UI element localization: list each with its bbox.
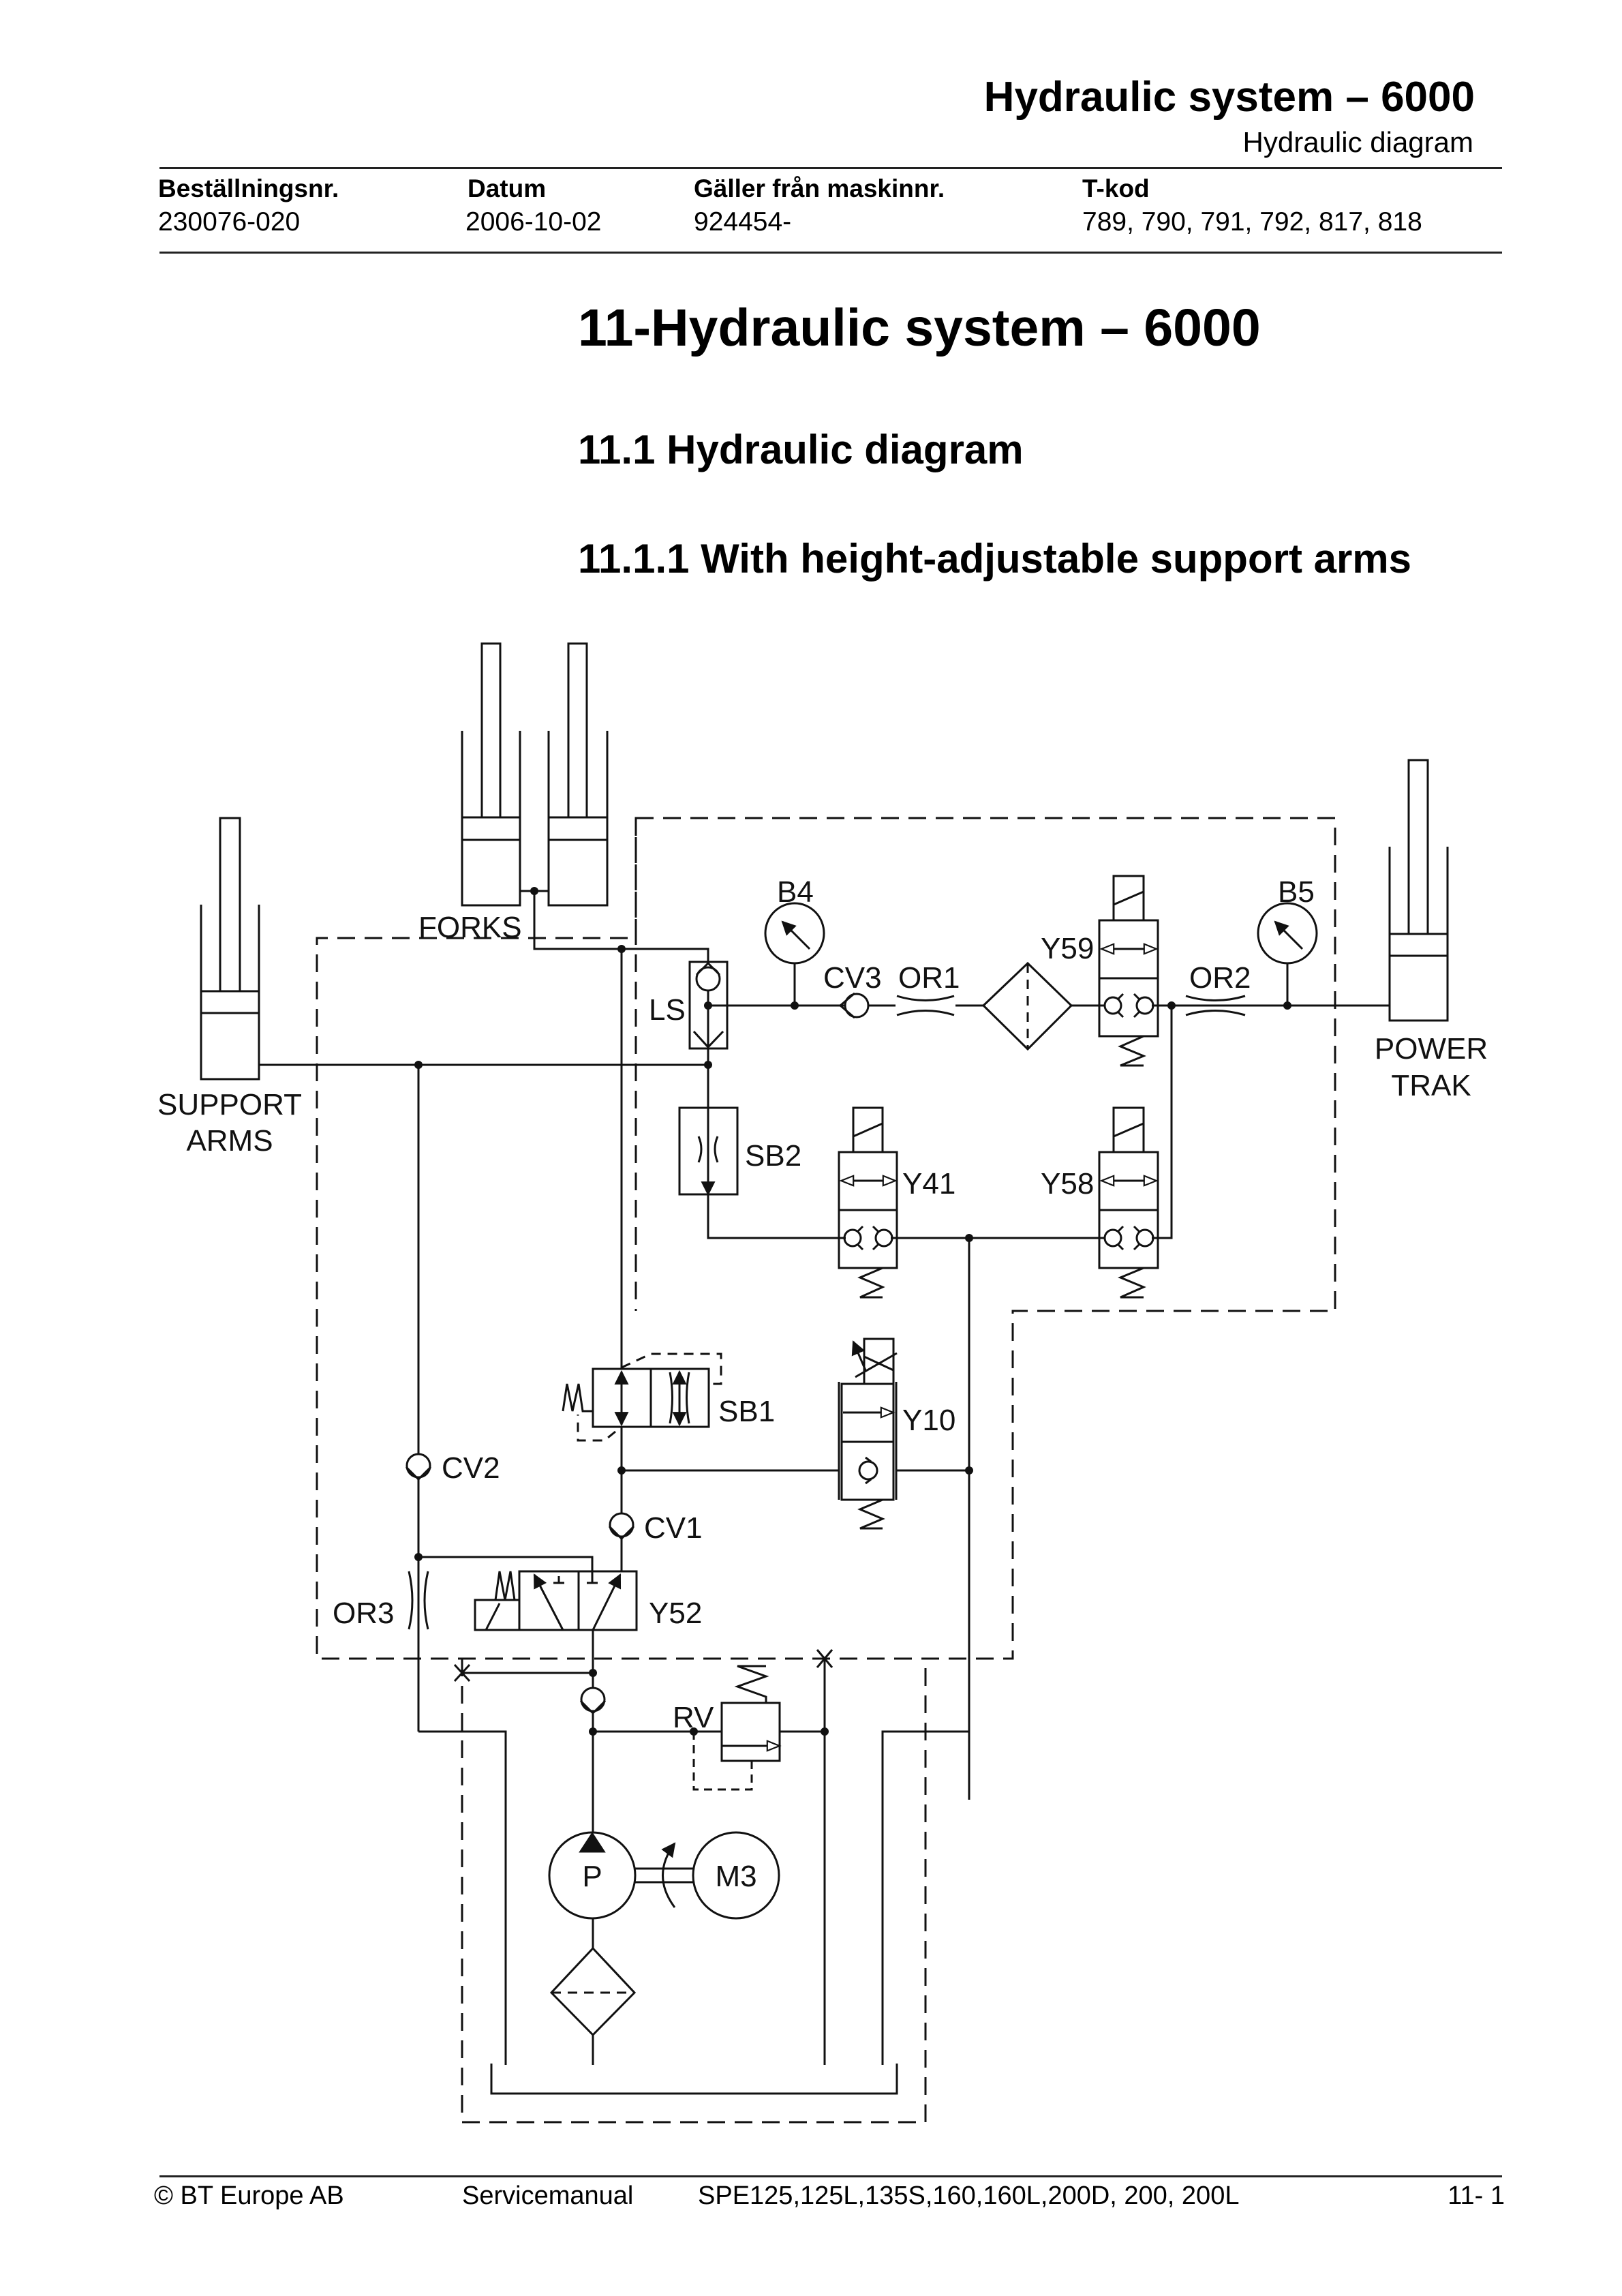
- check-valve-cv1-icon: [608, 1512, 635, 1541]
- valve-block-boundary: [316, 817, 1336, 1660]
- label-cv2: CV2: [442, 1451, 500, 1485]
- orifice-or1-icon: [896, 995, 955, 1016]
- pressure-filter-icon: [981, 961, 1073, 1051]
- document-title: Hydraulic system – 6000: [983, 74, 1475, 121]
- tank: [490, 2064, 898, 2095]
- footer-copyright: © BT Europe AB: [154, 2181, 344, 2210]
- order-number-label: Beställningsnr.: [158, 175, 339, 202]
- pressure-gauge-b5-icon: [1257, 902, 1318, 965]
- suction-filter-icon: [549, 1946, 637, 2037]
- pressure-gauge-b4-icon: [764, 902, 825, 965]
- fork-cylinder-right: [547, 642, 609, 907]
- orifice-or3-icon: [408, 1571, 429, 1630]
- header-rule-bottom: [159, 252, 1502, 254]
- label-y59: Y59: [1041, 932, 1094, 965]
- section-heading: 11.1 Hydraulic diagram: [578, 427, 1024, 472]
- label-y58: Y58: [1041, 1167, 1094, 1200]
- flow-valve-sb2: [678, 1106, 739, 1196]
- document-subtitle: Hydraulic diagram: [1242, 126, 1473, 158]
- solenoid-valve-y41: [838, 1106, 898, 1299]
- drive-shaft: [635, 1842, 693, 1908]
- support-arm-cylinder: [200, 817, 260, 1081]
- label-rv: RV: [673, 1701, 714, 1734]
- footer-page-number: 11- 1: [1448, 2181, 1505, 2210]
- proportional-valve-y10: [838, 1338, 898, 1530]
- power-unit-boundary: [461, 1659, 927, 2124]
- label-motor: M3: [715, 1860, 756, 1893]
- solenoid-valve-y59: [1098, 875, 1159, 1067]
- solenoid-valve-y52: [474, 1570, 638, 1631]
- solenoid-valve-y58: [1098, 1106, 1159, 1299]
- label-power-trak-2: TRAK: [1391, 1069, 1471, 1102]
- label-y52: Y52: [649, 1597, 702, 1630]
- check-valve-pump-icon: [579, 1687, 607, 1715]
- label-y41: Y41: [902, 1167, 955, 1200]
- label-ls: LS: [649, 993, 686, 1027]
- label-y10: Y10: [902, 1404, 955, 1437]
- port-plug-marks: [453, 1649, 833, 1682]
- hydraulic-pump-icon: [548, 1831, 637, 1920]
- date-value: 2006-10-02: [465, 207, 602, 237]
- electric-motor-m3-icon: [692, 1831, 780, 1920]
- t-code-value: 789, 790, 791, 792, 817, 818: [1082, 207, 1422, 237]
- label-or1: OR1: [898, 961, 960, 995]
- footer-rule: [159, 2175, 1502, 2177]
- t-code-label: T-kod: [1082, 175, 1150, 202]
- label-cv1: CV1: [644, 1511, 703, 1545]
- order-number-value: 230076-020: [158, 207, 301, 237]
- label-or2: OR2: [1189, 961, 1251, 995]
- header-rule-top: [159, 167, 1502, 169]
- label-sb1: SB1: [718, 1395, 775, 1428]
- label-or3: OR3: [333, 1597, 394, 1630]
- relief-valve-rv: [692, 1665, 782, 1791]
- valid-from-label: Gäller från maskinnr.: [694, 175, 945, 202]
- label-b5: B5: [1278, 875, 1315, 909]
- power-trak-cylinder: [1388, 759, 1449, 1022]
- label-cv3: CV3: [823, 961, 882, 995]
- label-support-arms-1: SUPPORT: [157, 1088, 302, 1121]
- label-sb2: SB2: [745, 1139, 801, 1173]
- subsection-heading: 11.1.1 With height-adjustable support ar…: [578, 536, 1412, 581]
- footer-models: SPE125,125L,135S,160,160L,200D, 200, 200…: [698, 2181, 1240, 2210]
- date-label: Datum: [468, 175, 547, 202]
- check-valve-cv3-icon: [838, 992, 870, 1019]
- fork-cylinder-left: [461, 642, 521, 907]
- diagram-labels: FORKS SUPPORT ARMS POWER TRAK B4 B5 LS C…: [157, 875, 1488, 1893]
- footer-manual: Servicemanual: [462, 2181, 634, 2210]
- check-valve-cv2-icon: [405, 1453, 432, 1481]
- label-b4: B4: [777, 875, 814, 909]
- ls-shuttle-valve: [688, 961, 729, 1050]
- label-forks: FORKS: [418, 911, 522, 944]
- sequence-valve-sb1: [562, 1353, 722, 1442]
- label-power-trak-1: POWER: [1375, 1032, 1488, 1066]
- label-pump: P: [582, 1860, 602, 1893]
- pipes: [259, 890, 1390, 2095]
- chapter-heading: 11-Hydraulic system – 6000: [578, 299, 1261, 357]
- valid-from-value: 924454-: [694, 207, 792, 237]
- orifice-or2-icon: [1185, 995, 1246, 1016]
- label-support-arms-2: ARMS: [186, 1124, 273, 1158]
